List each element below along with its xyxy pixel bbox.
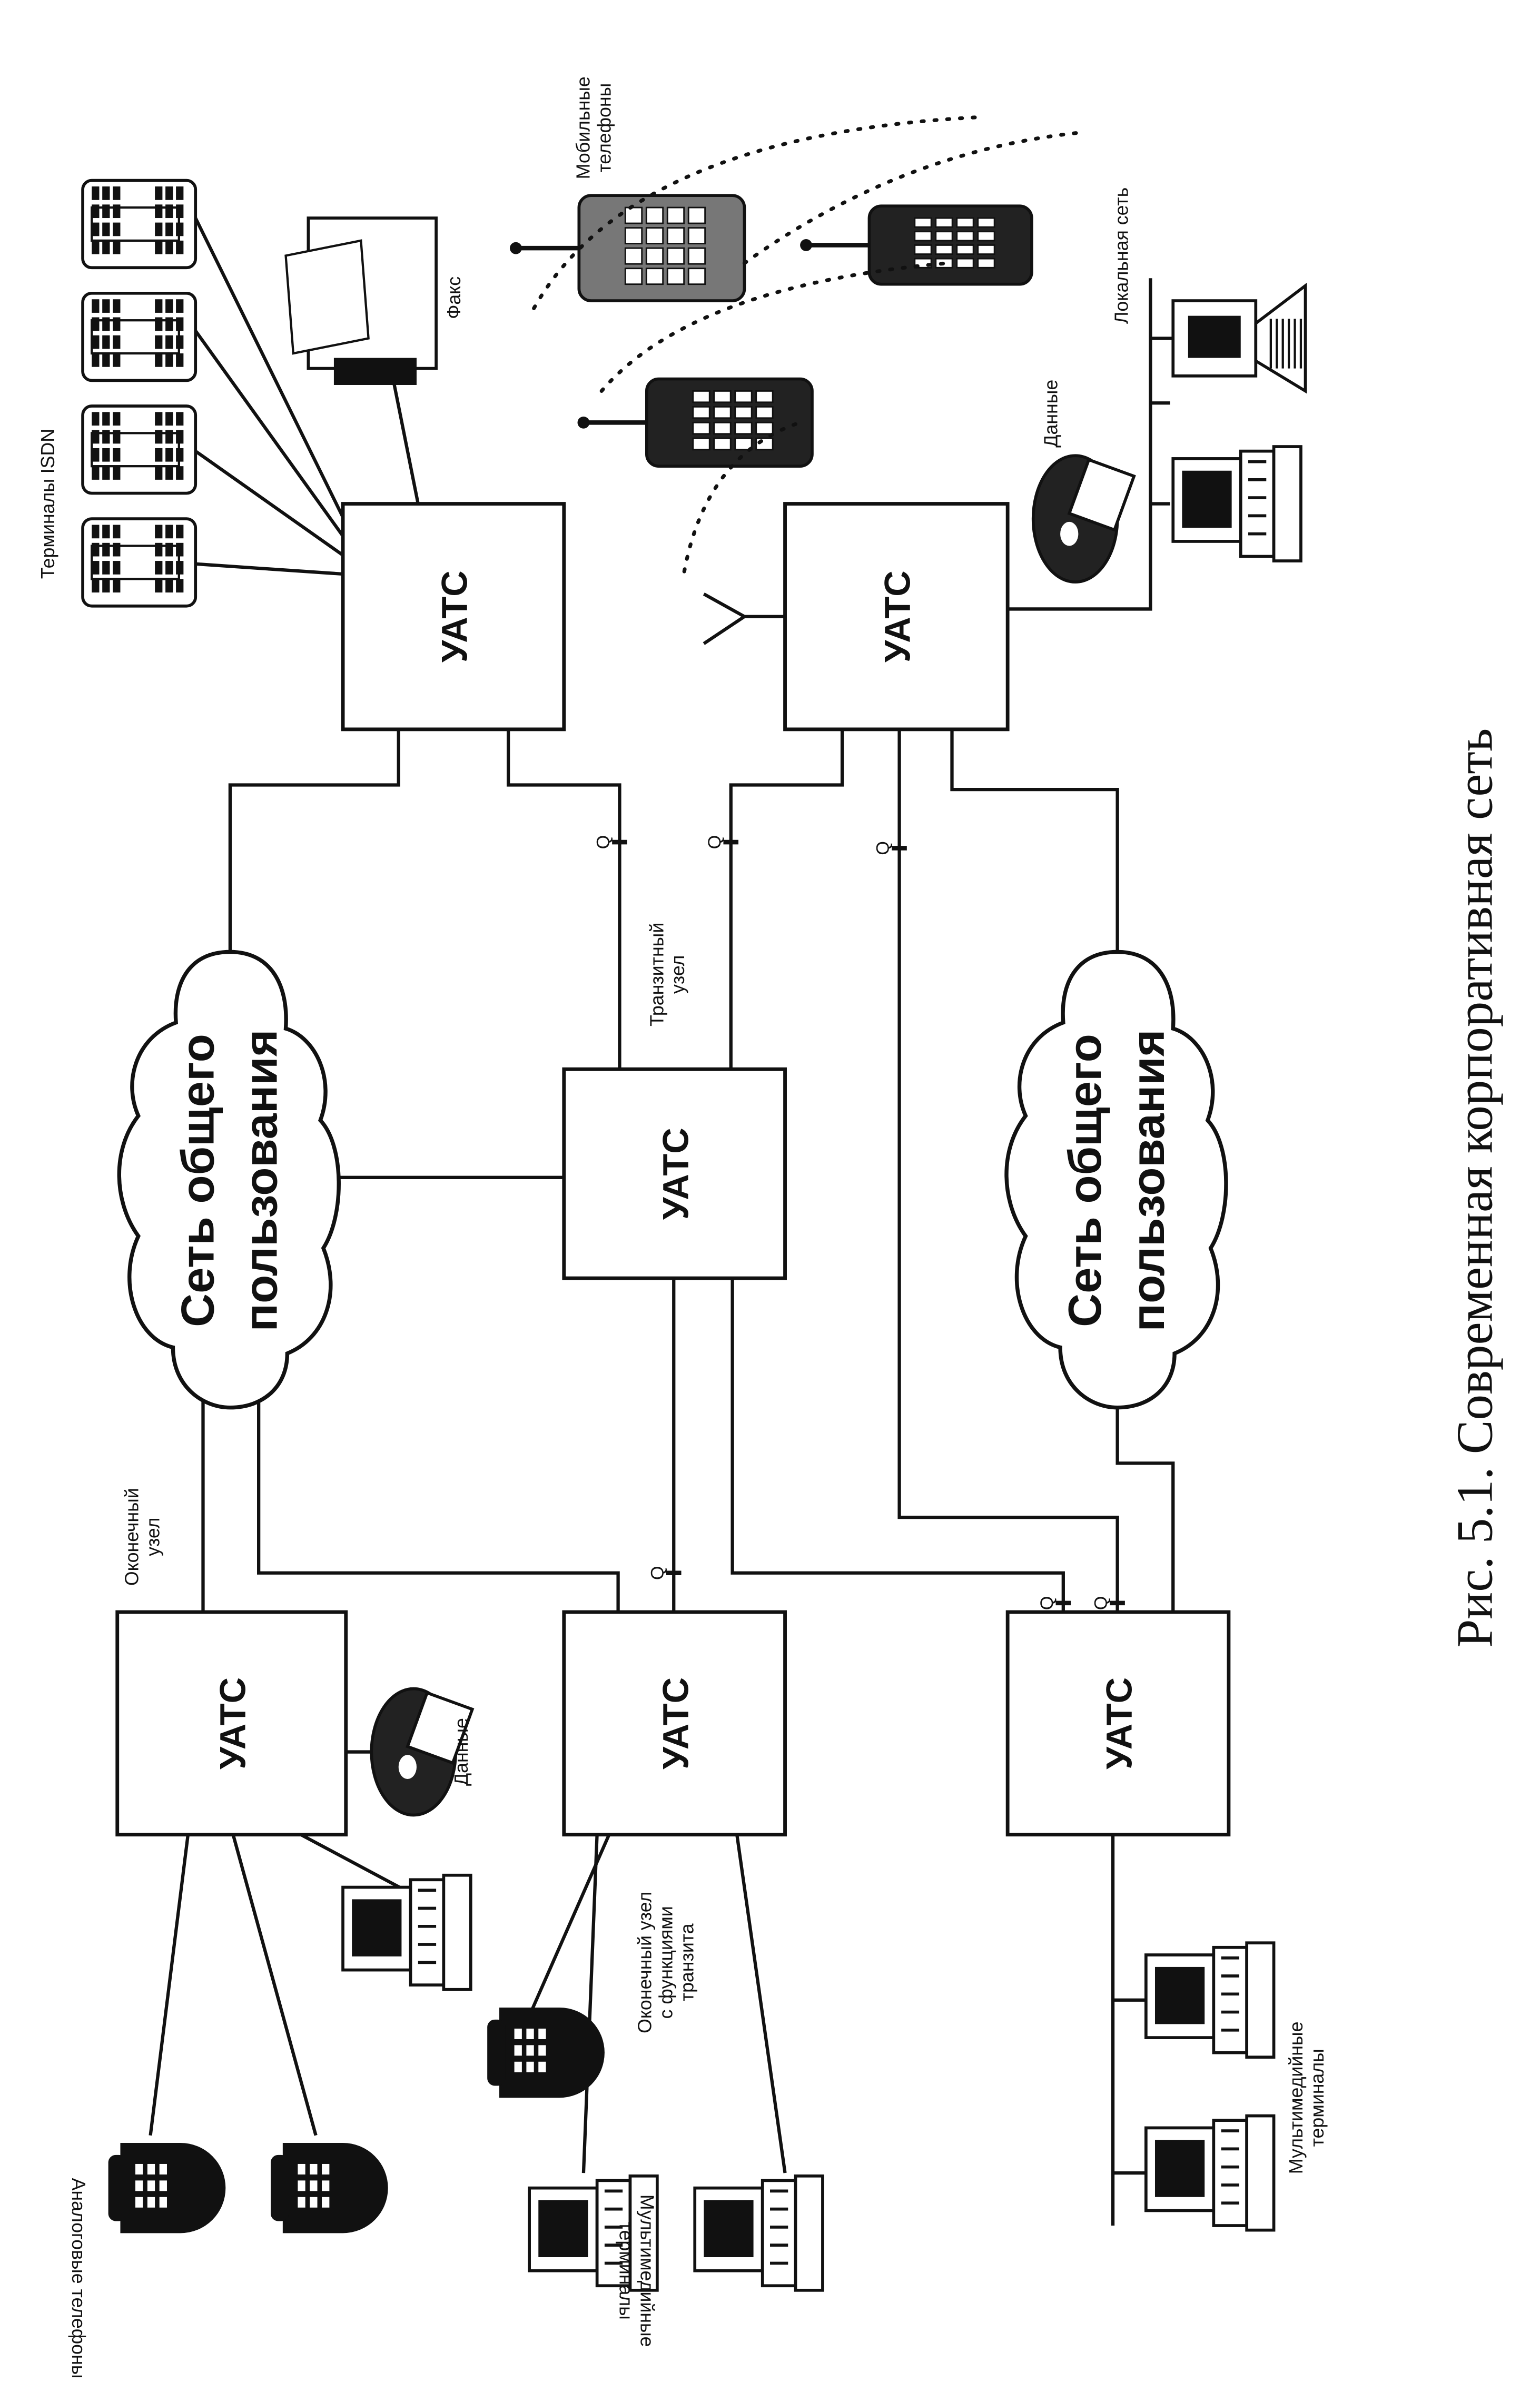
label-transit-line2: узел — [667, 955, 688, 994]
q-interface-label: Q — [647, 1566, 667, 1580]
node-box — [562, 1610, 787, 1837]
label-multimedia-bottom-line2: терминалы — [615, 2222, 636, 2320]
connection-line — [730, 1278, 1065, 1613]
q-interface-label: Q — [873, 841, 893, 855]
node-label: УАТС — [212, 1677, 253, 1770]
connection-line — [231, 1834, 318, 2136]
connection-line — [1115, 1406, 1175, 1613]
radio-link-dots — [599, 261, 950, 393]
label-multimedia-right-line1: Мультимедийные — [1286, 2022, 1307, 2175]
uats-node-top-right: УАТС — [783, 502, 1010, 732]
radio-link-dots — [532, 115, 980, 310]
uats-node-top-left: УАТС — [341, 502, 566, 732]
node-box — [341, 502, 566, 732]
public-network-cloud-left: Сеть общего пользования — [117, 950, 341, 1410]
computer-icon — [1171, 445, 1302, 562]
uats-node-bottom-right: УАТС — [1005, 1610, 1231, 1837]
cloud-label-line1: Сеть общего — [1059, 1034, 1111, 1327]
connection-line — [195, 562, 349, 576]
connection-line — [507, 729, 621, 1070]
fax-icon — [284, 216, 438, 385]
connection-line — [735, 1834, 787, 2173]
label-terminal-transit-line2: с функциями — [655, 1906, 676, 2019]
uats-node-terminal-transit: УАТС — [562, 1610, 787, 1837]
isdn-terminal-icon — [81, 517, 198, 608]
labels: Терминалы ISDN Факс Мобильные телефоны Л… — [37, 76, 1328, 2378]
label-multimedia-bottom-line1: Мультимедийные — [636, 2195, 657, 2347]
label-terminal-transit-line3: транзита — [676, 1923, 697, 2001]
node-box — [115, 1610, 348, 1837]
mobile-phone-icon — [577, 377, 814, 468]
label-mobile-line2: телефоны — [594, 83, 615, 173]
uats-node-transit: УАТС — [562, 1067, 787, 1280]
multimedia-terminal-icon — [693, 2174, 824, 2292]
data-disk-icon — [1031, 454, 1136, 584]
connection-line — [950, 729, 1119, 957]
cloud-label-line2: пользования — [1122, 1030, 1174, 1332]
q-interface-label: Q — [1037, 1596, 1057, 1610]
label-data-left: Данные — [451, 1718, 472, 1786]
connection-line — [729, 729, 844, 1070]
node-box — [783, 502, 1010, 732]
isdn-terminal-icon — [81, 179, 198, 270]
connection-line — [392, 383, 420, 505]
label-local-network: Локальная сеть — [1111, 187, 1132, 324]
node-label: УАТС — [655, 1677, 696, 1770]
isdn-terminal-icon — [81, 291, 198, 382]
connection-line — [194, 450, 350, 561]
mobile-phone-icon — [510, 194, 746, 302]
q-interface-label: Q — [1091, 1596, 1111, 1610]
connection-line — [897, 729, 1119, 1613]
connection-line — [149, 1834, 190, 2136]
cloud-label-line1: Сеть общего — [171, 1034, 223, 1327]
connection-lines — [149, 217, 1175, 2226]
multimedia-terminal-icon — [1144, 1941, 1276, 2059]
label-analog-phones: Аналоговые телефоны — [68, 2178, 89, 2379]
q-interface-label: Q — [705, 835, 725, 849]
connection-line — [703, 592, 748, 645]
label-terminal-transit-line1: Оконечный узел — [634, 1892, 655, 2033]
radio-link-dots — [742, 130, 1085, 265]
mobile-phone-icon — [800, 204, 1033, 286]
server-icon — [1171, 282, 1307, 394]
analog-phone-icon — [487, 2007, 605, 2098]
computer-icon — [341, 1873, 472, 1991]
isdn-terminal-icon — [81, 404, 198, 495]
cloud-label-line2: пользования — [234, 1030, 287, 1332]
q-interface-label: Q — [593, 835, 613, 849]
label-mobile-line1: Мобильные — [572, 76, 594, 179]
label-terminal-line1: Оконечный — [122, 1488, 143, 1586]
multimedia-terminal-icon — [528, 2174, 659, 2292]
connection-line — [228, 729, 400, 952]
node-label: УАТС — [877, 570, 918, 663]
multimedia-terminal-icon — [1144, 2114, 1276, 2232]
label-terminal-line2: узел — [143, 1518, 164, 1556]
figure-caption: Рис. 5.1. Современная корпоративная сеть — [1446, 728, 1503, 1648]
node-box — [562, 1067, 787, 1280]
connection-line — [194, 217, 351, 530]
connection-line — [300, 1833, 414, 1896]
public-network-cloud-right: Сеть общего пользования — [1004, 950, 1228, 1410]
connection-line — [1008, 278, 1152, 611]
node-label: УАТС — [1099, 1677, 1140, 1770]
connection-line — [194, 330, 351, 546]
label-fax: Факс — [443, 276, 465, 319]
uats-node-terminal: УАТС — [115, 1610, 348, 1837]
label-multimedia-right-line2: терминалы — [1307, 2049, 1328, 2147]
label-isdn-terminals: Терминалы ISDN — [37, 429, 58, 579]
node-label: УАТС — [435, 570, 475, 663]
data-disk-icon — [370, 1687, 475, 1817]
analog-phone-icon — [108, 2142, 226, 2233]
node-box — [1005, 1610, 1231, 1837]
node-label: УАТС — [655, 1128, 696, 1220]
connection-line — [257, 1398, 620, 1613]
connection-line — [581, 1834, 599, 2173]
label-data-top: Данные — [1040, 380, 1061, 448]
label-transit-line1: Транзитный — [646, 923, 667, 1026]
analog-phone-icon — [270, 2142, 388, 2233]
